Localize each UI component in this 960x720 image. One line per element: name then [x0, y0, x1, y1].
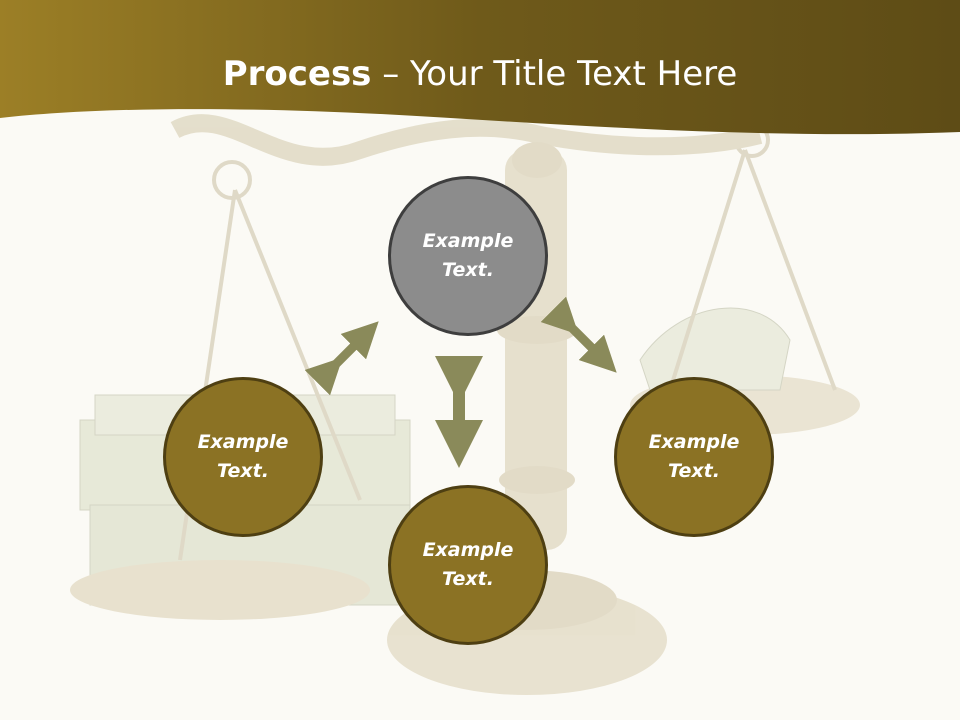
- node-top: Example Text.: [388, 176, 548, 336]
- node-left: Example Text.: [163, 377, 323, 537]
- arrow-top-left: [304, 321, 379, 396]
- title-bold: Process: [222, 54, 372, 94]
- arrow-top-right: [540, 296, 617, 373]
- title-banner: [0, 0, 960, 135]
- page-title: Process – Your Title Text Here: [0, 52, 960, 96]
- node-bottom: Example Text.: [388, 485, 548, 645]
- node-right: Example Text.: [614, 377, 774, 537]
- title-rest: – Your Title Text Here: [371, 54, 738, 94]
